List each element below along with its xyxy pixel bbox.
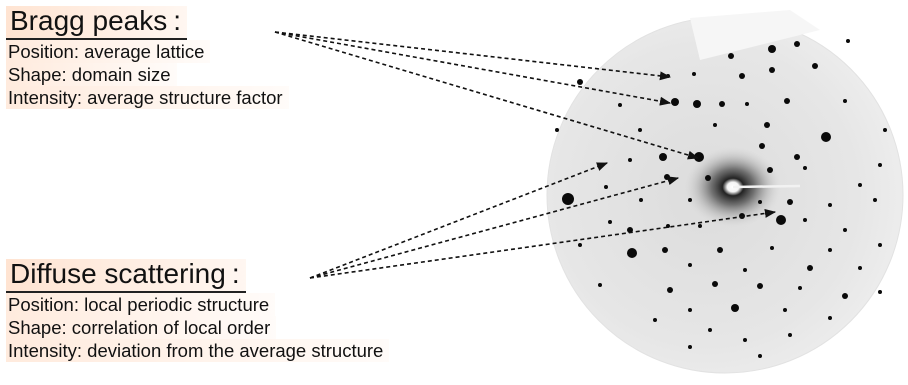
diffraction-spot: [713, 123, 717, 127]
diffraction-spot: [828, 248, 832, 252]
diffraction-spot: [878, 290, 882, 294]
diffraction-spot: [803, 218, 807, 222]
bragg-peaks-block: Bragg peaks: Position: average lattice S…: [6, 6, 289, 109]
diffraction-spot: [555, 128, 559, 132]
diffraction-spot: [842, 293, 848, 299]
diffraction-pattern-image: [547, 10, 903, 373]
diffraction-spot: [745, 102, 749, 106]
bragg-position-line: Position: average lattice: [6, 40, 210, 63]
diffraction-spot: [828, 203, 832, 207]
diffuse-scattering-title: Diffuse scattering: [10, 258, 226, 289]
diffraction-spot: [783, 308, 787, 312]
diffraction-spot: [688, 345, 692, 349]
diffraction-spot: [653, 318, 657, 322]
diffraction-spot: [708, 328, 712, 332]
bragg-peaks-heading: Bragg peaks:: [6, 6, 187, 40]
diffraction-spot: [705, 175, 711, 181]
diffraction-spot: [562, 193, 574, 205]
diffuse-scattering-heading: Diffuse scattering:: [6, 259, 246, 293]
diffraction-spot: [638, 128, 642, 132]
diffraction-spot: [694, 152, 704, 162]
diffraction-spot: [693, 100, 701, 108]
diffraction-spot: [692, 72, 696, 76]
bragg-peaks-colon: :: [173, 5, 181, 36]
diffraction-spot: [821, 132, 831, 142]
diffraction-spot: [628, 158, 632, 162]
diffraction-spot: [578, 243, 582, 247]
diffraction-spot: [598, 283, 602, 287]
diffraction-spot: [698, 224, 702, 228]
diffraction-spot: [784, 98, 790, 104]
diffraction-spot: [768, 45, 776, 53]
diffraction-spot: [858, 183, 862, 187]
diffraction-spot: [769, 67, 775, 73]
diffraction-spot: [878, 243, 882, 247]
diffraction-spot: [608, 220, 612, 224]
diffraction-spot: [728, 53, 734, 59]
diffraction-spot: [671, 98, 679, 106]
diffraction-spot: [798, 286, 802, 290]
diffuse-scattering-colon: :: [232, 258, 240, 289]
diffraction-spot: [719, 101, 725, 107]
diffraction-spot: [731, 304, 739, 312]
diffraction-spot: [604, 185, 608, 189]
diffraction-spot: [757, 283, 763, 289]
diffuse-position-line: Position: local periodic structure: [6, 293, 275, 316]
diffraction-spot: [788, 333, 792, 337]
diffraction-spot: [717, 247, 723, 253]
diffuse-scattering-block: Diffuse scattering: Position: local peri…: [6, 259, 389, 362]
diffraction-spot: [577, 79, 583, 85]
bragg-arrow-1: [275, 32, 670, 77]
beam-stop-streak: [733, 186, 800, 187]
diffraction-spot: [627, 248, 637, 258]
diffraction-spot: [794, 41, 800, 47]
diffraction-spot: [770, 246, 774, 250]
diffraction-spot: [812, 63, 818, 69]
diffraction-spot: [858, 266, 862, 270]
diffraction-spot: [828, 316, 832, 320]
bragg-intensity-line: Intensity: average structure factor: [6, 86, 289, 109]
diffraction-spot: [843, 99, 847, 103]
diffraction-spot: [667, 287, 673, 293]
bragg-peaks-title: Bragg peaks: [10, 5, 167, 36]
diffraction-spot: [776, 215, 786, 225]
diffraction-spot: [664, 174, 670, 180]
diffraction-spot: [803, 166, 807, 170]
diffraction-spot: [659, 153, 667, 161]
diffraction-spot: [846, 39, 850, 43]
diffraction-spot: [759, 143, 765, 149]
diffraction-spot: [878, 163, 882, 167]
diffraction-spot: [639, 198, 643, 202]
diffraction-spot: [662, 247, 668, 253]
diffraction-spot: [843, 228, 847, 232]
diffraction-spot: [618, 103, 622, 107]
bragg-shape-line: Shape: domain size: [6, 63, 177, 86]
diffraction-spot: [739, 73, 745, 79]
diffraction-spot: [807, 265, 813, 271]
diffraction-spot: [712, 281, 718, 287]
diffuse-intensity-line: Intensity: deviation from the average st…: [6, 339, 389, 362]
diffraction-spot: [767, 167, 773, 173]
diffraction-spot: [688, 198, 692, 202]
diffraction-spot: [883, 128, 887, 132]
diffraction-spot: [743, 338, 747, 342]
diffraction-spot: [787, 199, 793, 205]
diffuse-shape-line: Shape: correlation of local order: [6, 316, 276, 339]
diffraction-spot: [758, 354, 762, 358]
diffraction-spot: [688, 263, 692, 267]
diffraction-spot: [873, 198, 877, 202]
diffraction-spot: [758, 200, 762, 204]
diffraction-spot: [688, 308, 692, 312]
diffraction-spot: [764, 122, 770, 128]
diffraction-spot: [794, 154, 800, 160]
diffraction-spot: [743, 268, 747, 272]
